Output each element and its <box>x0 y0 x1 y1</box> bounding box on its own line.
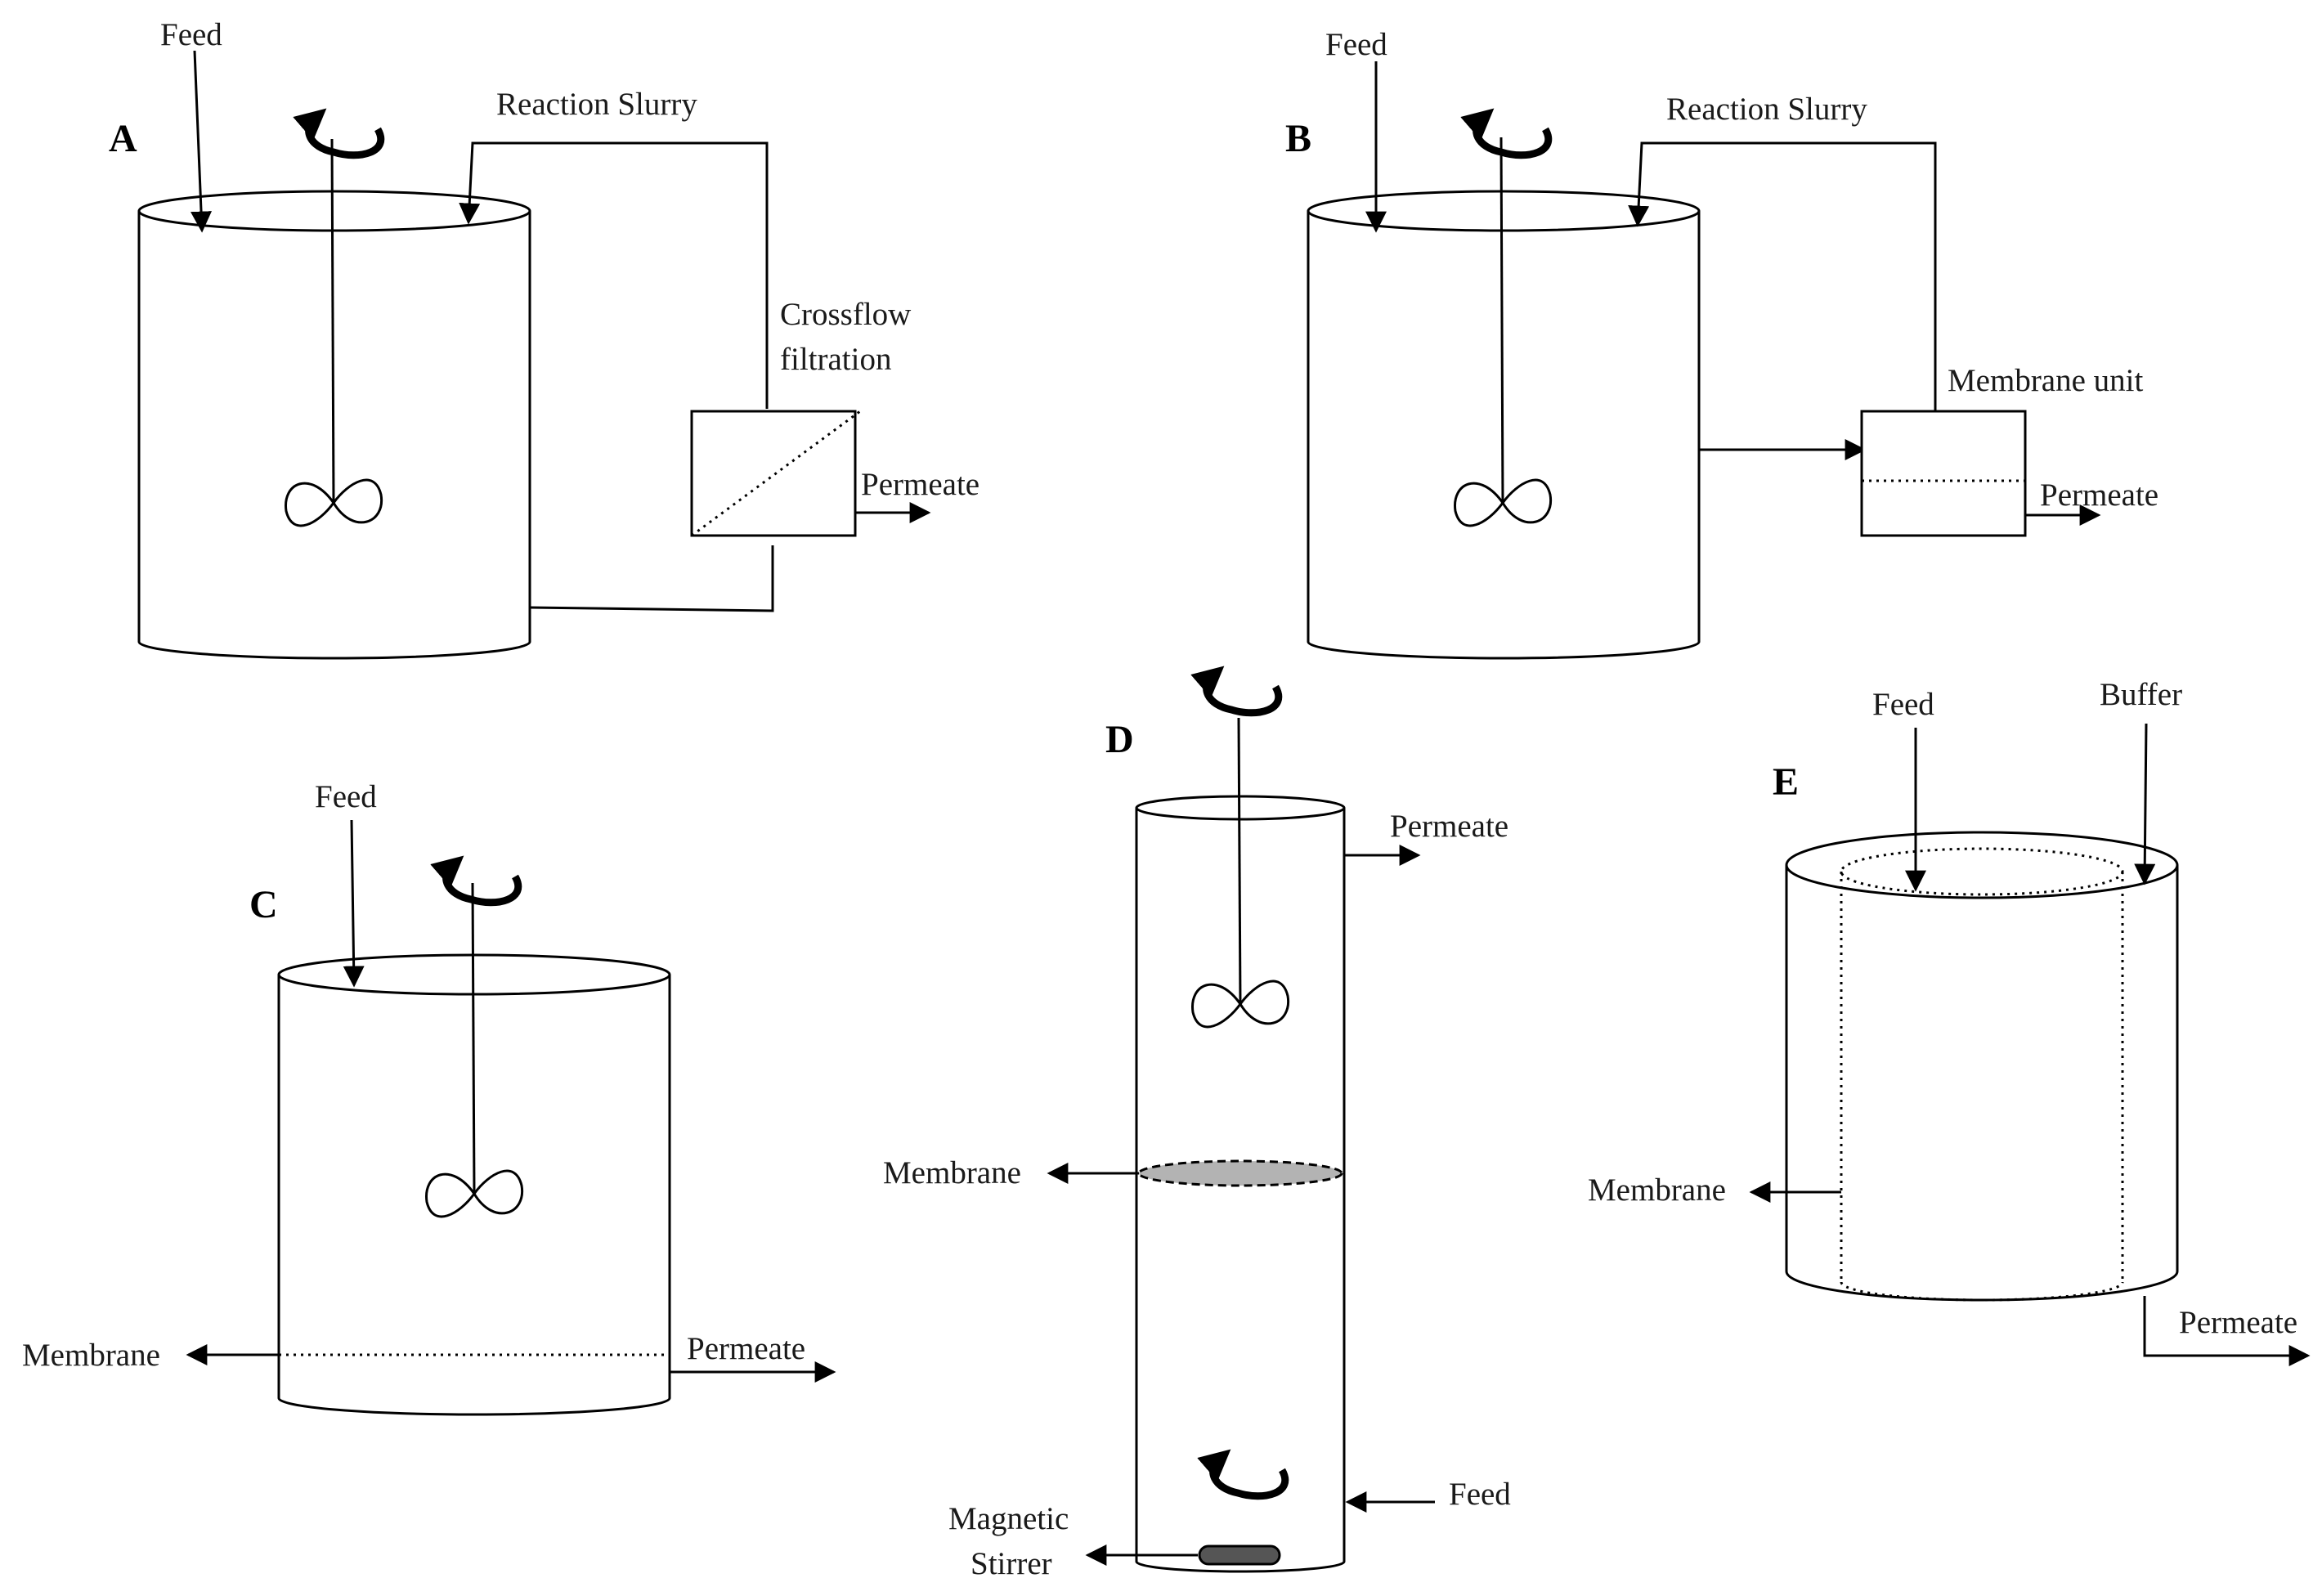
panel-d-membrane-label: Membrane <box>883 1155 1021 1190</box>
panel-a-impeller-icon <box>285 478 383 527</box>
panel-a-crossflow-label-2: filtration <box>780 342 891 377</box>
panel-b-permeate-label: Permeate <box>2040 477 2158 513</box>
panel-a-rotation-icon <box>293 108 385 159</box>
panel-b-letter: B <box>1285 117 1311 160</box>
panel-d-bottom-rotation-icon <box>1197 1449 1289 1500</box>
panel-c-permeate-label: Permeate <box>687 1331 805 1366</box>
panel-d-stirrer-label-2: Stirrer <box>970 1546 1052 1581</box>
panel-a-stirrer-shaft <box>330 138 335 504</box>
panel-d-stirrer-label-1: Magnetic <box>948 1501 1069 1536</box>
panel-c-membrane-label: Membrane <box>22 1338 160 1373</box>
panel-a-feed-arrow <box>191 50 213 233</box>
panel-a: A Feed Reaction Slurry Crossflow filtrat… <box>109 17 979 660</box>
panel-b-membrane-unit <box>1860 410 2027 537</box>
panel-e-buffer-arrow <box>2134 723 2156 885</box>
panel-e-letter: E <box>1773 760 1799 804</box>
panel-c-letter: C <box>249 883 278 926</box>
panel-a-slurry-label: Reaction Slurry <box>496 87 697 122</box>
panel-a-slurry-line <box>459 141 769 409</box>
panel-b-membrane-unit-label: Membrane unit <box>1948 363 2144 398</box>
panel-c: C Feed Membrane Permeate <box>22 779 836 1416</box>
panel-a-crossflow-unit <box>690 410 861 537</box>
panel-a-crossflow-label-1: Crossflow <box>780 297 911 332</box>
panel-c-rotation-icon <box>430 855 522 907</box>
panel-c-impeller-icon <box>425 1169 524 1218</box>
panel-e-membrane-label: Membrane <box>1588 1172 1726 1208</box>
panel-d-magnetic-stirrer-bar <box>1198 1544 1281 1566</box>
panel-b-slurry-label: Reaction Slurry <box>1666 92 1867 127</box>
panel-d-letter: D <box>1105 718 1134 761</box>
panel-a-return-line <box>529 545 774 612</box>
panel-e-feed-label: Feed <box>1872 687 1934 722</box>
panel-a-permeate-label: Permeate <box>861 467 979 502</box>
panel-e: E Feed Buffer Membrane Permeate <box>1588 677 2311 1366</box>
panel-b-rotation-icon <box>1460 108 1553 159</box>
panel-b: B Feed Reaction Slurry Membrane unit Per… <box>1285 27 2158 660</box>
panel-d-top-rotation-icon <box>1190 666 1283 717</box>
panel-b-impeller-icon <box>1454 478 1553 527</box>
panel-e-outer-vessel <box>1785 831 2179 1302</box>
panel-d-stirrer-shaft <box>1237 717 1242 1005</box>
panel-d-membrane-disk <box>1137 1159 1343 1187</box>
panel-c-feed-arrow <box>343 819 365 988</box>
panel-a-feed-label: Feed <box>160 17 222 52</box>
panel-d: D Membrane Permeate Feed Magnetic Stirre… <box>883 666 1511 1581</box>
panel-d-impeller-icon <box>1191 980 1290 1029</box>
panel-e-permeate-label: Permeate <box>2179 1305 2297 1340</box>
panel-d-feed-label: Feed <box>1449 1477 1511 1512</box>
panel-c-feed-label: Feed <box>315 779 377 814</box>
panel-b-stirrer-shaft <box>1499 137 1504 504</box>
panel-b-slurry-line <box>1628 141 1937 411</box>
panel-b-feed-label: Feed <box>1325 27 1387 62</box>
panel-a-letter: A <box>109 117 137 160</box>
panel-e-permeate-arrow <box>2143 1296 2311 1366</box>
panel-e-buffer-label: Buffer <box>2100 677 2182 712</box>
panel-d-permeate-label: Permeate <box>1390 809 1508 844</box>
panel-e-inner-membrane <box>1840 847 2124 1302</box>
panel-c-stirrer-shaft <box>471 882 476 1195</box>
